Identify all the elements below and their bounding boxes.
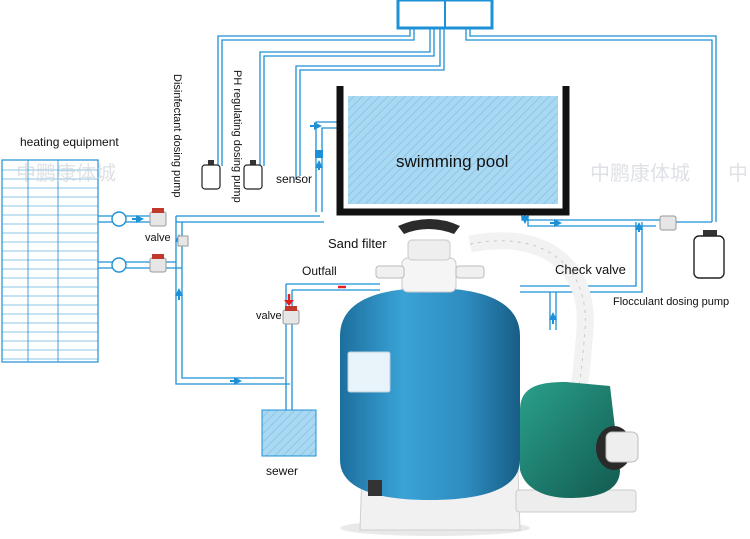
sewer-label: sewer [266, 464, 299, 478]
sewer-tank [261, 409, 317, 457]
valve-label: valve [145, 232, 171, 244]
heating-equipment-label: heating equipment [20, 135, 119, 149]
disinfectant-bottle-icon [201, 160, 221, 190]
swimming-pool [336, 86, 570, 216]
check-valve-label: Check valve [555, 262, 626, 277]
flocculant-pump-label: Flocculant dosing pump [613, 296, 730, 308]
sand-filter [340, 219, 530, 536]
control-lines [217, 28, 717, 222]
disinfectant-pump-label: Disinfectant dosing pump [171, 74, 183, 198]
watermark: 中鹏康体城 [16, 161, 116, 185]
valve-icon [149, 208, 189, 247]
watermark: 中鹏康体城 [590, 161, 690, 185]
sensor-block [315, 150, 323, 158]
heater-port-icon [111, 257, 127, 273]
outfall-valve-icon [282, 306, 300, 325]
control-box [396, 0, 494, 30]
check-valve-icon [659, 215, 677, 231]
sand-filter-label: Sand filter [328, 236, 387, 251]
flocculant-bottle-icon [693, 230, 725, 279]
watermark: 中 [728, 161, 748, 185]
heating-equipment [1, 159, 99, 363]
sensor-label: sensor [276, 172, 313, 186]
swimming-pool-label: swimming pool [396, 152, 509, 171]
heater-port-icon [111, 211, 127, 227]
ph-bottle-icon [243, 160, 263, 190]
circulation-pump [515, 382, 639, 513]
ph-pump-label: PH regulating dosing pump [231, 70, 243, 203]
outfall-label: Outfall [302, 264, 337, 278]
valve-icon [149, 254, 167, 273]
outfall-valve-label: valve [256, 310, 282, 322]
